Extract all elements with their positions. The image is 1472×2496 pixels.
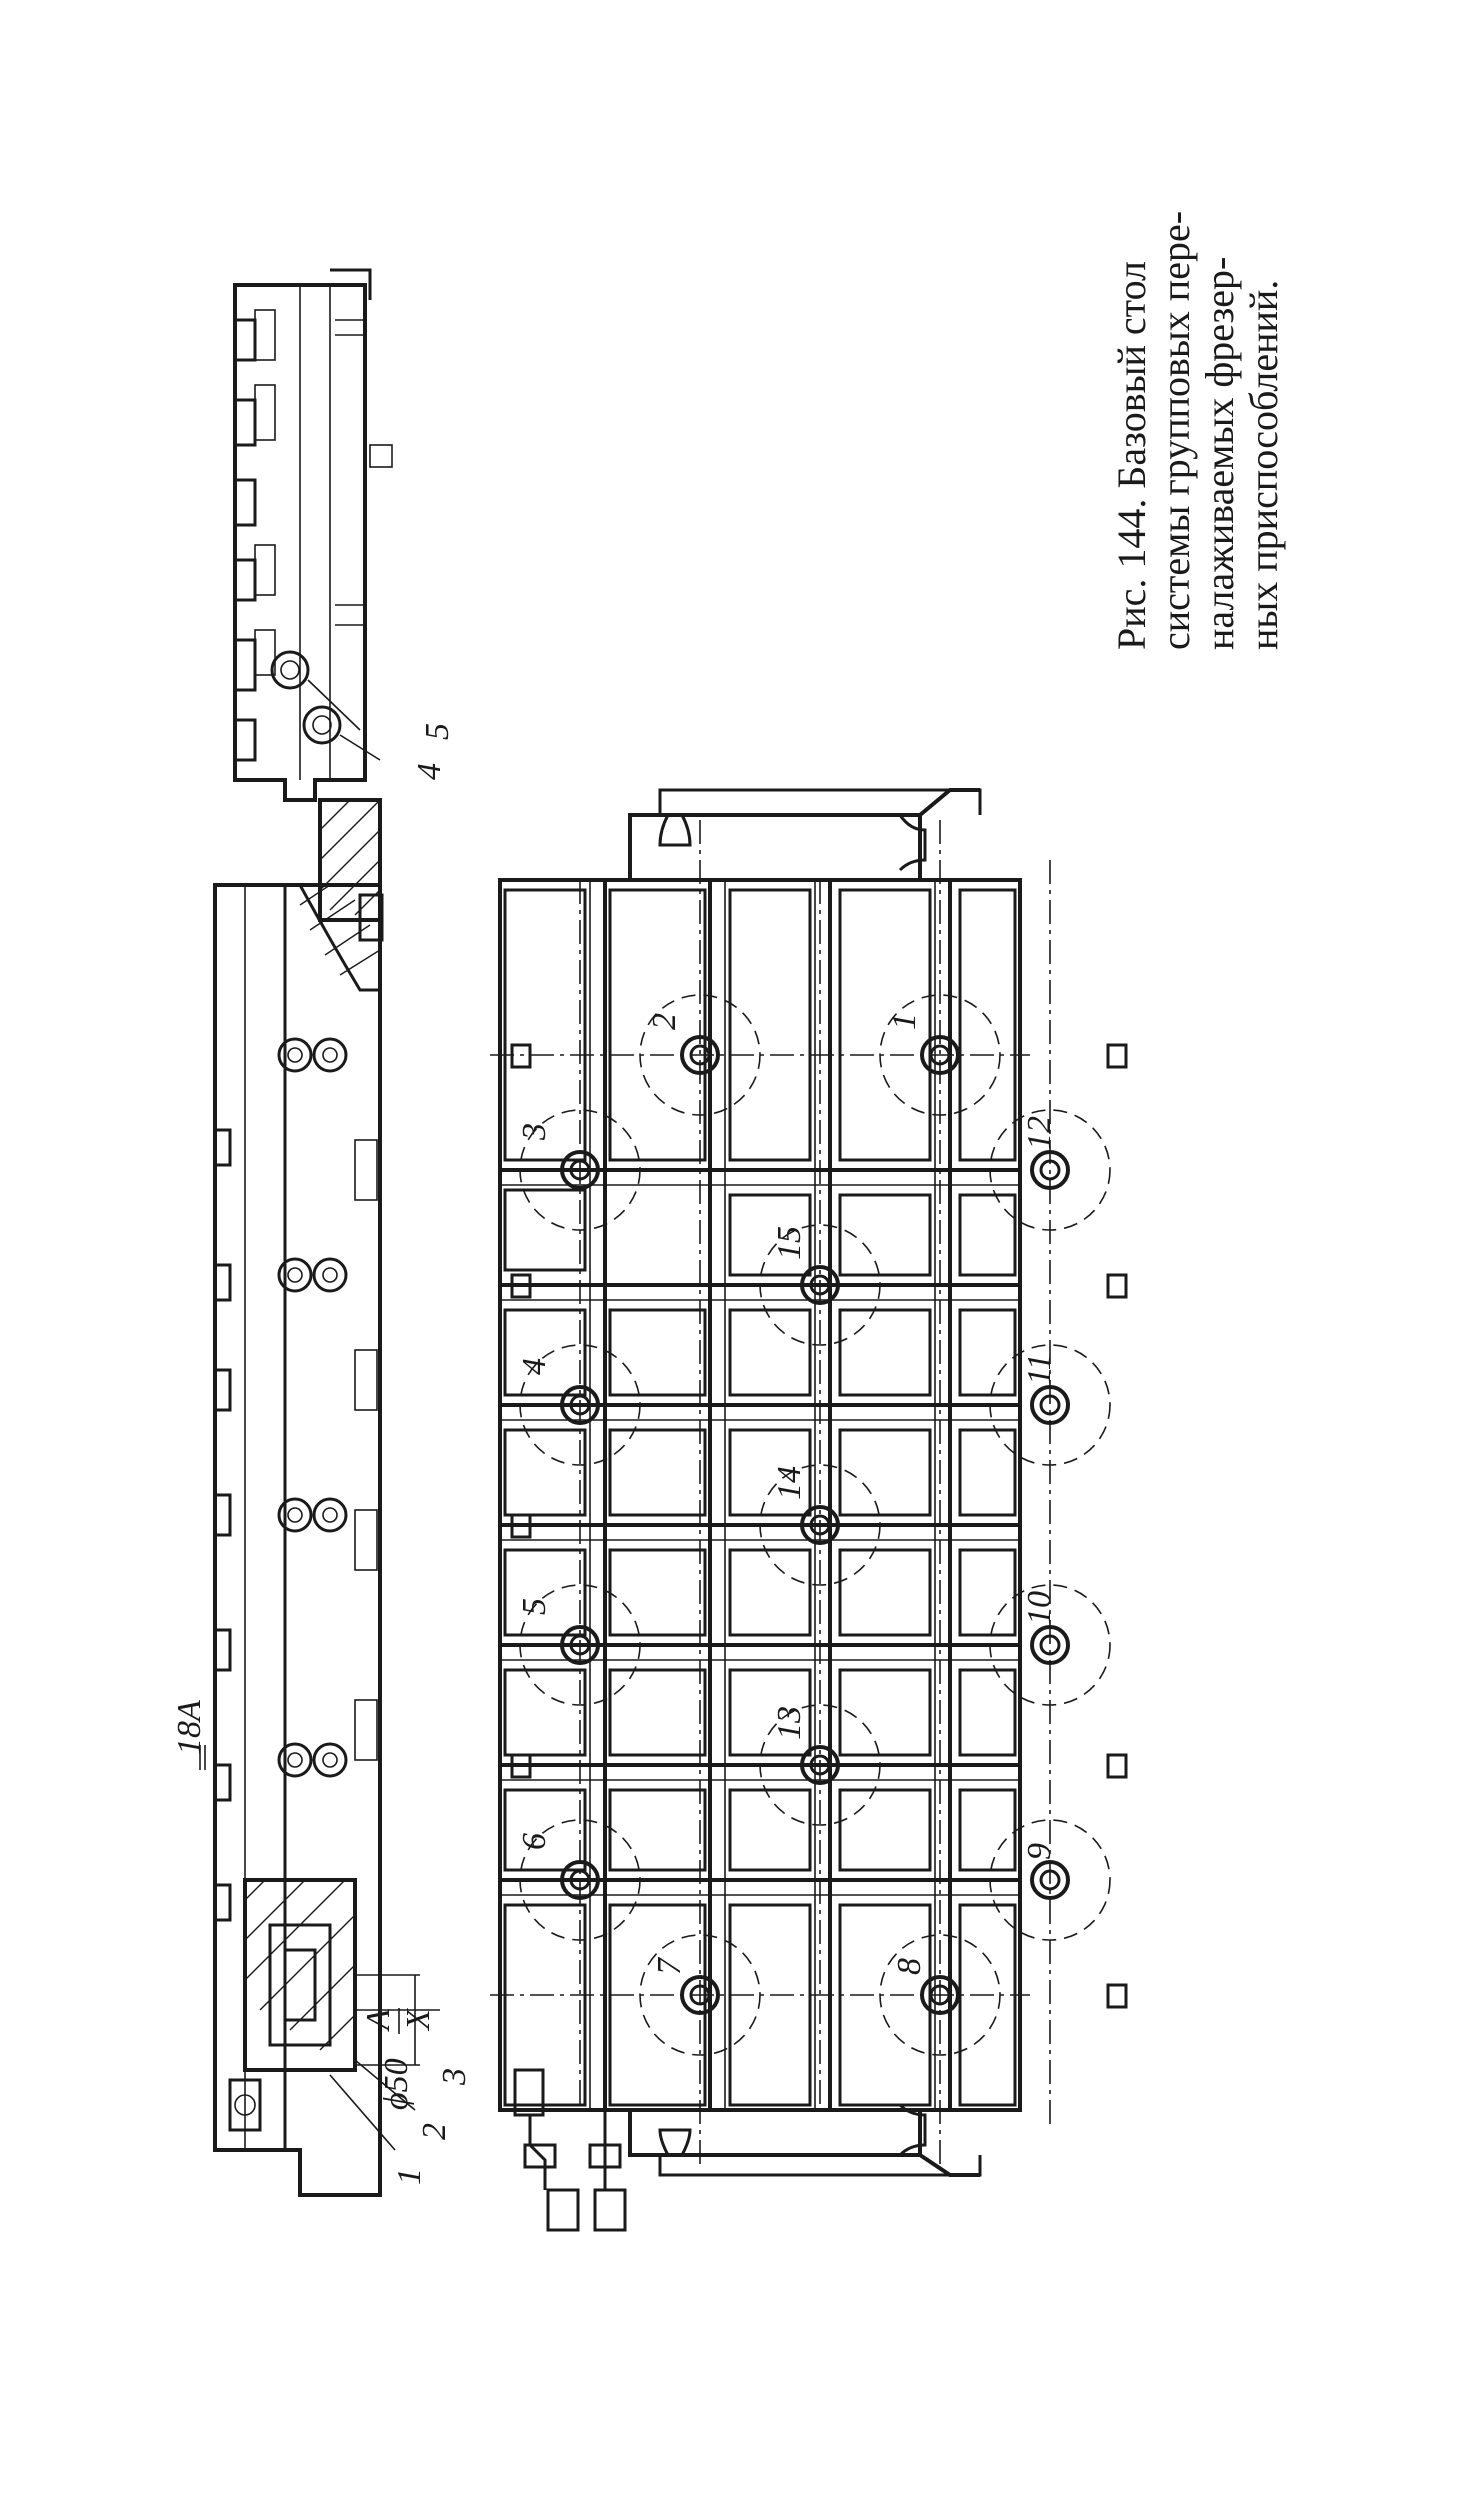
clamp-label-2: 2 (646, 1013, 683, 1030)
side-label-1: 1 (391, 2168, 428, 2185)
clamp-9 (989, 1819, 1111, 1941)
clamp-11 (989, 1344, 1111, 1466)
clamps (519, 994, 1111, 2056)
pockets (503, 888, 1017, 2107)
clamp-4 (519, 1344, 641, 1466)
bolt-pair-4 (277, 1742, 348, 1778)
clamp-2 (639, 994, 761, 1116)
clamp-label-3: 3 (516, 1123, 553, 1141)
clamp-15 (759, 1224, 881, 1346)
end-label-5: 5 (419, 723, 456, 740)
dim-fraction-a: A (360, 2009, 397, 2032)
clamp-8 (879, 1934, 1001, 2056)
clamp-label-13: 13 (771, 1706, 808, 1740)
clamp-12 (989, 1109, 1111, 1231)
clamp-13 (759, 1704, 881, 1826)
clamp-10 (989, 1584, 1111, 1706)
side-label-2: 2 (416, 2123, 453, 2140)
clamp-label-10: 10 (1021, 1591, 1058, 1625)
clamp-label-8: 8 (891, 1958, 928, 1975)
figure-caption: Рис. 144. Базовый стол системы групповых… (1109, 211, 1286, 650)
side-label-3: 3 (436, 2068, 473, 2086)
clamp-label-15: 15 (771, 1226, 808, 1260)
clamp-label-5: 5 (516, 1598, 553, 1615)
clamp-label-9: 9 (1021, 1843, 1058, 1860)
end-label-4: 4 (411, 763, 448, 780)
caption-line-4: ных приспособлений. (1241, 280, 1286, 650)
clamp-6 (519, 1819, 641, 1941)
side-view: 18A ϕ50 A X 3 2 1 (171, 798, 473, 2197)
clamp-7 (639, 1934, 761, 2056)
clamp-label-11: 11 (1021, 1354, 1058, 1385)
clamp-label-6: 6 (516, 1833, 553, 1850)
clamp-label-14: 14 (771, 1466, 808, 1500)
caption-line-2: системы групповых пере- (1153, 211, 1198, 650)
clamp-14 (759, 1464, 881, 1586)
clamp-label-12: 12 (1021, 1116, 1058, 1150)
caption-line-3: налаживаемых фрезер- (1197, 257, 1242, 650)
hose-fittings (513, 2068, 627, 2232)
clamp-1 (879, 994, 1001, 1116)
dim-18a: 18A (171, 1700, 208, 1755)
caption-line-1: Рис. 144. Базовый стол (1109, 261, 1154, 650)
end-view: 4 5 (233, 268, 456, 802)
dim-fraction-x: X (400, 2008, 437, 2032)
clamp-label-4: 4 (516, 1358, 553, 1375)
bolt-pair-3 (277, 1497, 348, 1533)
clamp-3 (519, 1109, 641, 1231)
plan-view: 1 2 3 4 5 6 7 8 9 10 11 12 13 14 15 (490, 788, 1128, 2232)
bolt-pair-1 (277, 1037, 348, 1073)
clamp-label-1: 1 (886, 1013, 923, 1030)
bolt-pair-2 (277, 1257, 348, 1293)
clamp-5 (519, 1584, 641, 1706)
clamp-label-7: 7 (651, 1956, 688, 1975)
